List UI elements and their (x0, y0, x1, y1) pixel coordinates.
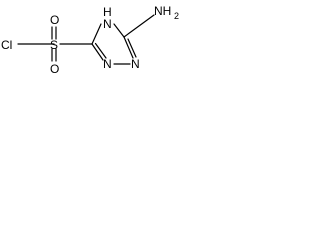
atom-amino-nh: NH (154, 4, 171, 18)
bond-c3-n4 (91, 23, 102, 45)
bond-n1-c5-1 (123, 36, 134, 59)
bond-c3-n2-2 (94, 42, 107, 59)
atom-oxygen-bottom: O (50, 62, 59, 76)
molecule-diagram: Cl S O O H N N N NH 2 (1, 4, 179, 76)
atom-chlorine: Cl (1, 38, 12, 52)
atom-oxygen-top: O (50, 13, 59, 27)
atom-layer: Cl S O O H N N N NH 2 (1, 4, 179, 76)
atom-n1: N (131, 57, 140, 71)
atom-n2: N (103, 57, 112, 71)
atom-n4: N (103, 17, 112, 31)
atom-n4-hydrogen: H (103, 5, 112, 19)
bond-n4-c5 (113, 23, 125, 38)
bond-c3-n2-1 (91, 43, 104, 61)
bond-n1-c5-2 (127, 38, 137, 58)
atom-sulfur: S (50, 38, 58, 52)
bond-c5-amino (123, 14, 155, 38)
bond-layer (17, 14, 155, 65)
atom-amino-subscript: 2 (174, 11, 179, 21)
